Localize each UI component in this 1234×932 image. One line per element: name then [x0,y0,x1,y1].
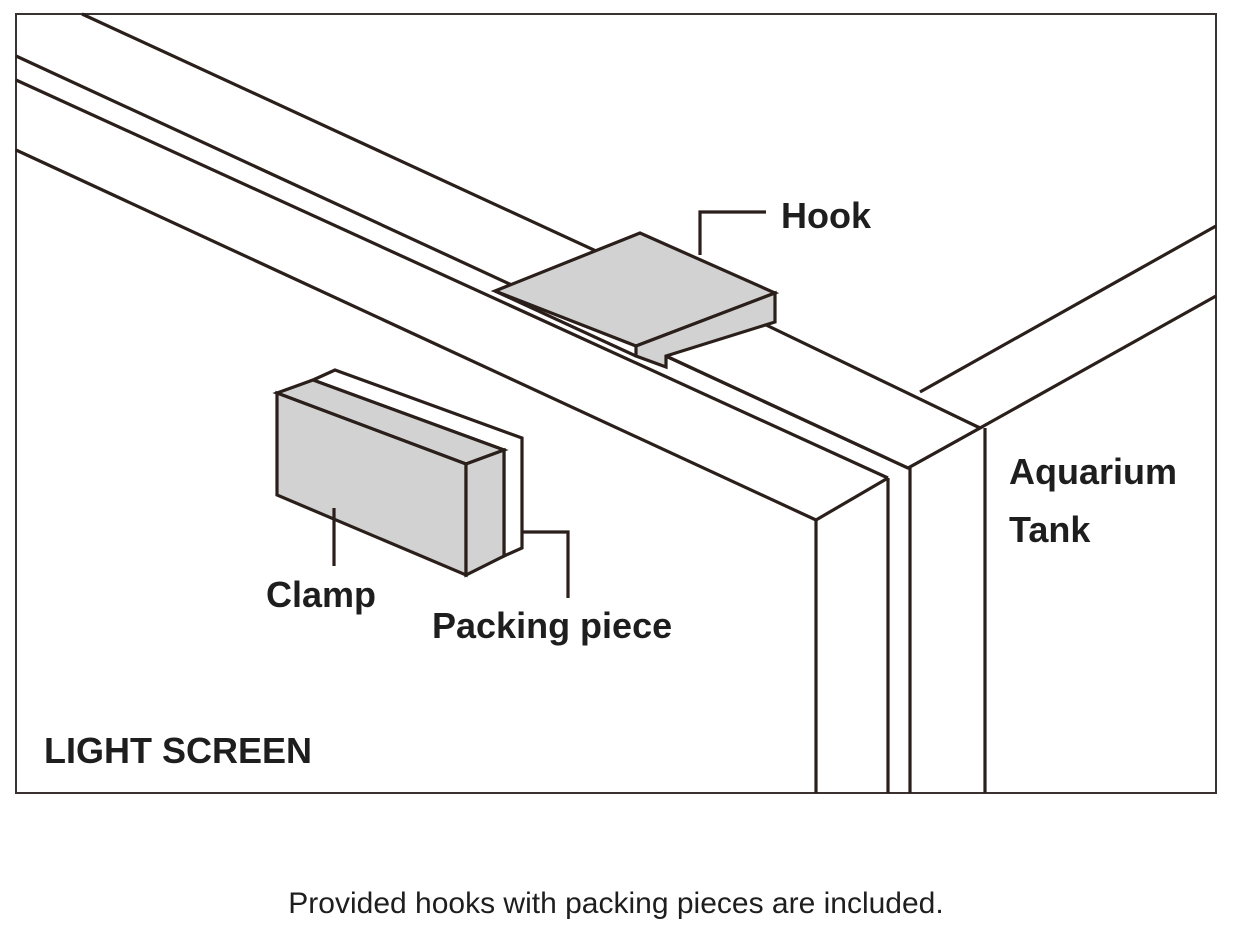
hook-leader-line [698,210,766,255]
clamp-label: Clamp [266,574,376,615]
clamp-part [272,368,524,578]
light-screen-panel-drawing [15,54,981,793]
packing-piece-leader-line [522,530,570,598]
hook-label: Hook [781,195,872,236]
packing-piece-label: Packing piece [432,605,672,646]
aquarium-label-line2: Tank [1009,509,1091,550]
aquarium-tank-drawing [81,12,1217,793]
aquarium-label-line1: Aquarium [1009,451,1177,492]
hook-part [490,231,984,470]
diagram-frame [15,13,1217,794]
light-screen-label: LIGHT SCREEN [44,730,312,771]
diagram-caption: Provided hooks with packing pieces are i… [288,887,943,920]
